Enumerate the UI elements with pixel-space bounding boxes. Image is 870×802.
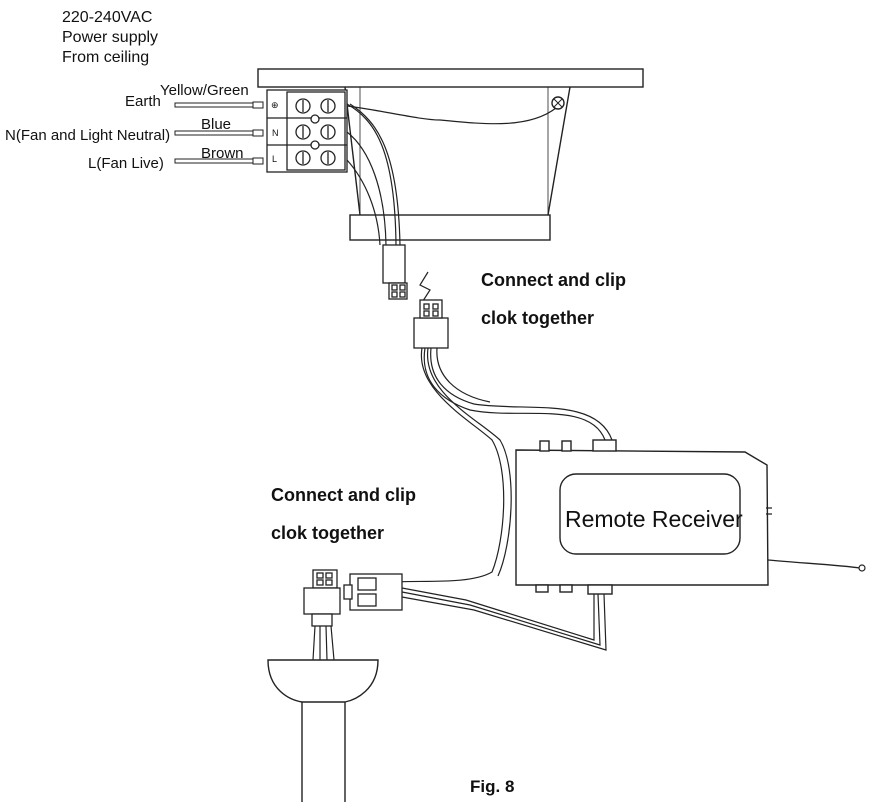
earth-color-label: Yellow/Green bbox=[160, 82, 249, 99]
remote-receiver-label: Remote Receiver bbox=[565, 506, 743, 532]
fan-canopy bbox=[267, 659, 379, 802]
antenna-tip bbox=[858, 564, 866, 572]
supply-label: Power supply bbox=[62, 29, 158, 46]
fan-motor-wires bbox=[312, 625, 335, 661]
receiver-input-plug bbox=[413, 299, 449, 349]
ceiling-plug bbox=[382, 244, 408, 300]
terminal-block bbox=[266, 89, 348, 173]
antenna-wire bbox=[767, 559, 861, 569]
terminal-to-plug-wires bbox=[346, 103, 557, 246]
live-label: L(Fan Live) bbox=[88, 155, 164, 172]
bottom-callout-line2: clok together bbox=[271, 523, 384, 543]
supply-voltage-label: 220-240VAC bbox=[62, 9, 152, 26]
remote-receiver bbox=[515, 439, 772, 595]
ceiling-bracket bbox=[257, 68, 644, 241]
terminal-earth-mark: ⊕ bbox=[271, 100, 279, 110]
neutral-color-label: Blue bbox=[201, 116, 231, 133]
receiver-output-wires bbox=[401, 587, 607, 651]
supply-source-label: From ceiling bbox=[62, 49, 149, 66]
live-color-label: Brown bbox=[201, 145, 244, 162]
connection-zigzag bbox=[419, 271, 431, 305]
terminal-n-mark: N bbox=[272, 128, 279, 138]
top-callout-line1: Connect and clip bbox=[481, 270, 626, 290]
supply-wires bbox=[174, 101, 264, 165]
earth-label: Earth bbox=[125, 93, 161, 110]
figure-caption: Fig. 8 bbox=[470, 777, 514, 796]
neutral-label: N(Fan and Light Neutral) bbox=[5, 127, 170, 144]
top-callout-line2: clok together bbox=[481, 308, 594, 328]
bottom-callout-line1: Connect and clip bbox=[271, 485, 416, 505]
plug-to-receiver-wires bbox=[394, 347, 613, 583]
receiver-output-plug bbox=[343, 573, 403, 611]
fan-motor-plug bbox=[303, 569, 341, 627]
terminal-l-mark: L bbox=[272, 154, 277, 164]
